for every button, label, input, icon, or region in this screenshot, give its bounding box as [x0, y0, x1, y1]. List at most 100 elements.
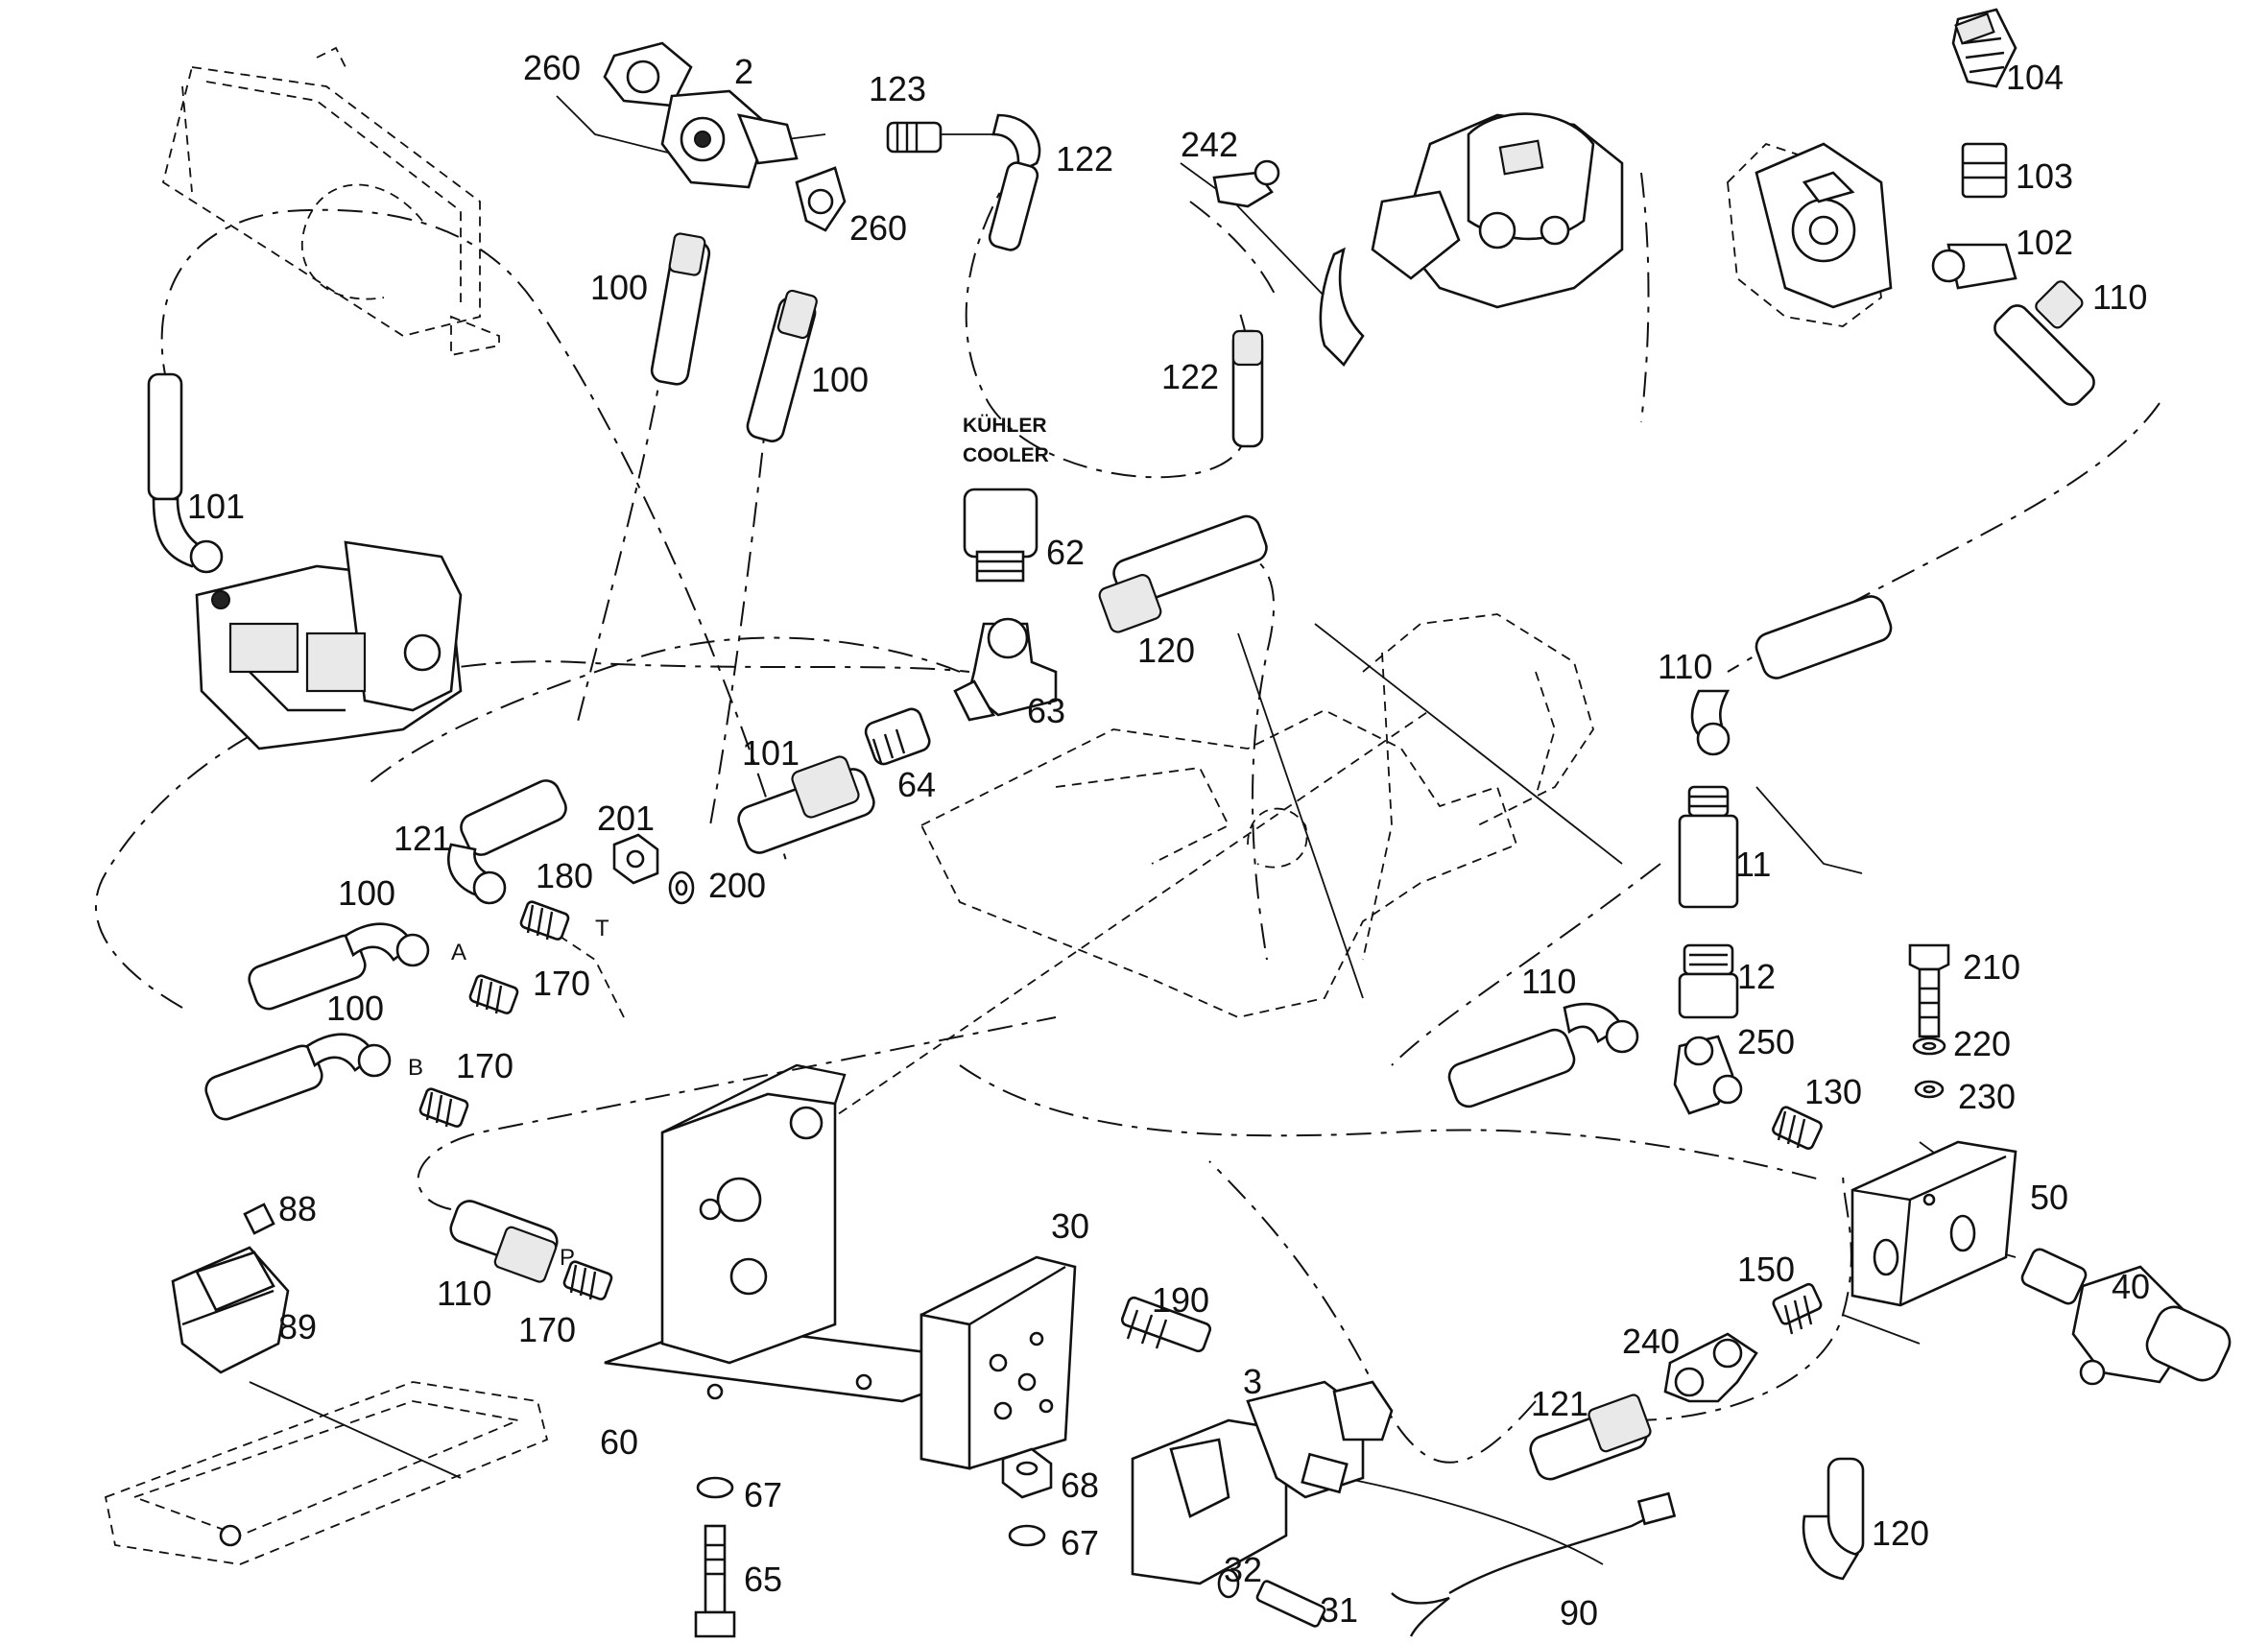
callout-101: 101: [742, 733, 800, 773]
callout-88: 88: [278, 1189, 317, 1228]
screw-190: [1120, 1296, 1212, 1353]
hose-120-right: [1802, 1457, 1865, 1581]
callout-110: 110: [1521, 962, 1576, 1001]
callout-110: 110: [1658, 647, 1712, 686]
fitting-180: [519, 900, 570, 941]
fitting-170-c: [562, 1260, 613, 1300]
callout-67: 67: [1061, 1523, 1099, 1562]
hose-110-right-bend: [1690, 595, 1893, 756]
callout-104: 104: [2006, 58, 2064, 97]
bolt-210: [1908, 943, 1950, 1038]
nut-201: [612, 833, 659, 885]
callout-260: 260: [523, 48, 581, 87]
callout-64: 64: [897, 765, 936, 804]
callout-40: 40: [2112, 1267, 2150, 1306]
callout-67: 67: [744, 1475, 782, 1514]
fitting-11: [1678, 785, 1739, 909]
valve-block-50: [1850, 1140, 2017, 1307]
tee-240: [1663, 1332, 1758, 1403]
gear-pump-top-right: [1727, 142, 1893, 327]
port-label-b: B: [408, 1055, 423, 1081]
tee-102: [1931, 243, 2017, 290]
callout-230: 230: [1958, 1077, 2016, 1116]
fitting-104: [1951, 8, 2017, 88]
callout-89: 89: [278, 1307, 317, 1346]
callout-65: 65: [744, 1560, 782, 1599]
washer-67-a: [696, 1476, 734, 1499]
callout-122: 122: [1056, 139, 1113, 179]
washer-230: [1914, 1080, 1945, 1099]
callout-122: 122: [1161, 357, 1219, 396]
hose-101-upper: [147, 372, 224, 574]
hose-100-top-left: [650, 232, 711, 386]
washer-32: [1217, 1568, 1240, 1599]
port-label-a: A: [451, 940, 466, 965]
fitting-103: [1961, 142, 2008, 199]
bolt-65: [694, 1524, 736, 1638]
callout-103: 103: [2016, 156, 2073, 196]
hose-101-center: [737, 755, 875, 854]
hose-110-right-lower: [1447, 1002, 1639, 1108]
nut-68: [1001, 1447, 1053, 1499]
callout-240: 240: [1622, 1322, 1680, 1361]
callout-30: 30: [1051, 1206, 1089, 1246]
pressure-valve-40: [2020, 1248, 2232, 1386]
washer-200: [668, 870, 695, 905]
callout-121: 121: [1531, 1384, 1588, 1423]
fitting-12: [1678, 943, 1739, 1019]
callout-120: 120: [1137, 631, 1195, 670]
callout-190: 190: [1152, 1280, 1209, 1320]
callout-31: 31: [1320, 1590, 1358, 1630]
fitting-62: [963, 488, 1039, 583]
control-valve-top: [1319, 112, 1624, 368]
callout-11: 11: [1735, 845, 1771, 884]
hose-110-top-right: [1993, 280, 2095, 406]
hose-121-left: [447, 779, 567, 905]
callout-250: 250: [1737, 1022, 1795, 1061]
washer-220: [1912, 1036, 1946, 1056]
machine-frame-outline: [919, 613, 1594, 1018]
callout-101: 101: [187, 487, 245, 526]
mounting-bracket-60: [604, 1063, 1009, 1403]
washer-67-b: [1008, 1524, 1046, 1547]
cooler-label-en: COOLER: [963, 444, 1049, 466]
lens-88: [243, 1203, 275, 1235]
callout-120: 120: [1872, 1513, 1929, 1553]
callout-123: 123: [869, 69, 926, 108]
callout-90: 90: [1560, 1593, 1598, 1632]
screw-31: [1255, 1580, 1326, 1628]
hose-122-upper: [988, 113, 1041, 251]
fitting-150: [1772, 1282, 1823, 1335]
fitting-170-a: [468, 974, 519, 1014]
callout-200: 200: [708, 866, 766, 905]
callout-170: 170: [533, 964, 590, 1003]
callout-labels: 260 2 123 122 260 242 122 104 103 102 11…: [187, 48, 2150, 1632]
callout-102: 102: [2016, 223, 2073, 262]
hose-120-center: [1098, 514, 1268, 633]
callout-12: 12: [1737, 957, 1776, 996]
callout-242: 242: [1181, 125, 1238, 164]
callout-60: 60: [600, 1422, 638, 1462]
hose-121-right: [1529, 1394, 1652, 1481]
panel-outline: [104, 1381, 549, 1565]
cable-90: [1391, 1491, 1677, 1637]
hose-100-left-b: [204, 1033, 392, 1121]
callout-100: 100: [811, 360, 869, 399]
callout-201: 201: [597, 798, 655, 838]
fitting-64: [864, 707, 931, 766]
callout-110: 110: [2092, 277, 2147, 317]
hose-100-left-a: [248, 922, 430, 1011]
callout-220: 220: [1953, 1024, 2011, 1063]
valve-plate-30: [919, 1255, 1077, 1470]
callout-121: 121: [394, 819, 451, 858]
callout-170: 170: [518, 1310, 576, 1349]
callout-2: 2: [734, 52, 753, 91]
callout-170: 170: [456, 1046, 513, 1085]
tee-250: [1673, 1035, 1743, 1115]
callout-50: 50: [2030, 1178, 2068, 1217]
tee-242: [1212, 159, 1280, 208]
callout-100: 100: [590, 268, 648, 307]
callout-260: 260: [849, 208, 907, 248]
callout-62: 62: [1046, 533, 1085, 572]
